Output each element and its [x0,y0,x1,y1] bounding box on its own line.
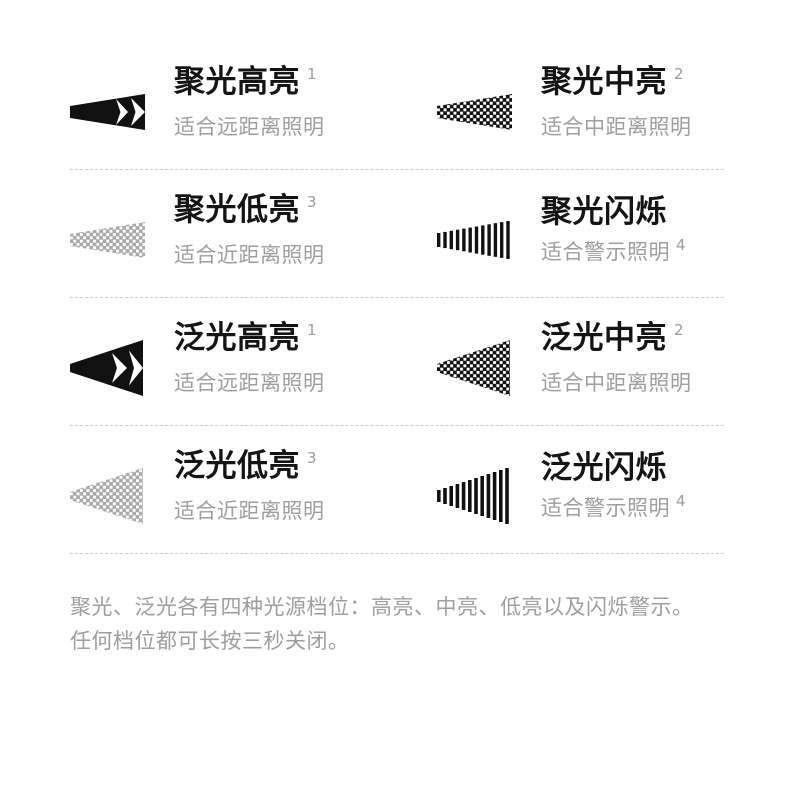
mode-text-block: 聚光高亮 1 适合远距离照明 [174,64,325,141]
mode-cell-flood-low: 泛光低亮 3 适合近距离照明 [70,448,437,525]
flood-beam-medium-icon [437,338,513,398]
mode-subtitle: 适合警示照明 4 [541,491,686,524]
spot-beam-medium-icon [437,82,513,142]
mode-text-block: 泛光高亮 1 适合远距离照明 [174,320,325,397]
mode-title-text: 泛光高亮 [174,320,300,356]
mode-title: 聚光闪烁 [541,194,686,230]
flood-beam-high-icon [70,338,146,398]
mode-subtitle-text: 适合近距离照明 [174,243,325,267]
mode-subtitle: 适合远距离照明 [174,113,325,141]
row-spot-high-medium: 聚光高亮 1 适合远距离照明 聚光中亮 2 适合中距离照明 [70,42,724,170]
mode-superscript: 3 [307,193,317,211]
mode-subtitle: 适合警示照明 4 [541,235,686,268]
mode-subtitle-text: 适合远距离照明 [174,115,325,139]
flood-beam-flash-icon [437,466,513,526]
mode-title-text: 聚光低亮 [174,192,300,228]
mode-title-text: 聚光高亮 [174,64,300,100]
mode-text-block: 聚光中亮 2 适合中距离照明 [541,64,692,141]
mode-subtitle: 适合近距离照明 [174,241,325,269]
manual-page: 聚光高亮 1 适合远距离照明 聚光中亮 2 适合中距离照明 [70,42,724,658]
mode-subtitle-text: 适合中距离照明 [541,115,692,139]
mode-cell-flood-flash: 泛光闪烁 适合警示照明 4 [437,448,724,525]
mode-title: 泛光低亮 3 [174,448,325,489]
mode-cell-spot-flash: 聚光闪烁 适合警示照明 4 [437,192,724,269]
mode-cell-spot-high: 聚光高亮 1 适合远距离照明 [70,64,437,141]
mode-text-block: 泛光中亮 2 适合中距离照明 [541,320,692,397]
mode-title-text: 聚光闪烁 [541,193,667,230]
mode-title: 泛光高亮 1 [174,320,325,361]
footer-note-line2: 任何档位都可长按三秒关闭。 [70,629,350,653]
flood-beam-low-icon [70,466,146,526]
mode-title: 聚光低亮 3 [174,192,325,233]
mode-subtitle-text: 适合警示照明 [541,495,670,520]
row-flood-high-medium: 泛光高亮 1 适合远距离照明 泛光中亮 2 适合中距离照明 [70,298,724,426]
mode-text-block: 泛光闪烁 适合警示照明 4 [541,450,686,524]
mode-title-text: 泛光闪烁 [541,449,667,486]
mode-subtitle: 适合中距离照明 [541,369,692,397]
mode-text-block: 泛光低亮 3 适合近距离照明 [174,448,325,525]
footer-note: 聚光、泛光各有四种光源档位：高亮、中亮、低亮以及闪烁警示。 任何档位都可长按三秒… [70,554,724,658]
mode-cell-spot-medium: 聚光中亮 2 适合中距离照明 [437,64,724,141]
row-flood-low-flash: 泛光低亮 3 适合近距离照明 [70,426,724,554]
mode-title-text: 泛光低亮 [174,448,300,484]
mode-cell-flood-high: 泛光高亮 1 适合远距离照明 [70,320,437,397]
mode-title: 泛光闪烁 [541,450,686,486]
mode-subtitle-text: 适合中距离照明 [541,371,692,395]
row-spot-low-flash: 聚光低亮 3 适合近距离照明 [70,170,724,298]
mode-superscript: 4 [676,235,686,254]
mode-title: 聚光高亮 1 [174,64,325,105]
mode-subtitle: 适合近距离照明 [174,497,325,525]
mode-title: 泛光中亮 2 [541,320,692,361]
mode-subtitle-text: 适合警示照明 [541,239,670,264]
mode-superscript: 3 [307,449,317,467]
mode-cell-spot-low: 聚光低亮 3 适合近距离照明 [70,192,437,269]
mode-superscript: 2 [674,321,684,339]
mode-superscript: 1 [307,321,317,339]
footer-note-line1: 聚光、泛光各有四种光源档位：高亮、中亮、低亮以及闪烁警示。 [70,595,694,619]
mode-superscript: 2 [674,65,684,83]
mode-text-block: 聚光低亮 3 适合近距离照明 [174,192,325,269]
mode-subtitle-text: 适合近距离照明 [174,499,325,523]
mode-cell-flood-medium: 泛光中亮 2 适合中距离照明 [437,320,724,397]
mode-text-block: 聚光闪烁 适合警示照明 4 [541,194,686,268]
mode-superscript: 4 [676,491,686,510]
mode-subtitle: 适合中距离照明 [541,113,692,141]
mode-title: 聚光中亮 2 [541,64,692,105]
spot-beam-high-icon [70,82,146,142]
mode-superscript: 1 [307,65,317,83]
mode-title-text: 泛光中亮 [541,320,667,356]
mode-title-text: 聚光中亮 [541,64,667,100]
mode-subtitle: 适合远距离照明 [174,369,325,397]
spot-beam-flash-icon [437,210,513,270]
mode-subtitle-text: 适合远距离照明 [174,371,325,395]
spot-beam-low-icon [70,210,146,270]
